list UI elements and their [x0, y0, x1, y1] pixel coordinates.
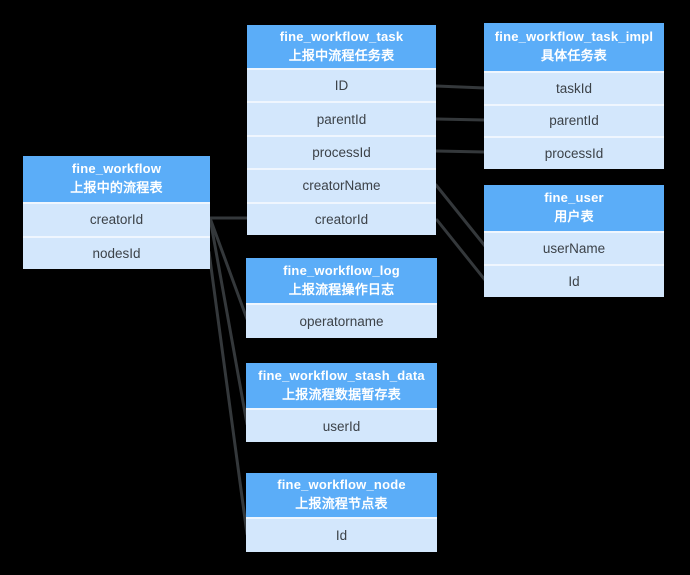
field-row: creatorName — [247, 168, 436, 202]
field-row: operatorname — [246, 303, 437, 338]
table-title: fine_workflow_task — [279, 28, 404, 44]
table-title: fine_workflow_stash_data — [258, 367, 425, 383]
table-fine-workflow-log[interactable]: fine_workflow_log 上报流程操作日志 operatorname — [246, 258, 437, 338]
table-fine-workflow[interactable]: fine_workflow 上报中的流程表 creatorId nodesId — [23, 156, 210, 269]
field-row: parentId — [247, 101, 436, 135]
table-subtitle: 上报流程操作日志 — [288, 281, 395, 297]
relation-line-task-ID-impl-taskId — [434, 84, 487, 90]
table-subtitle: 上报流程节点表 — [295, 496, 388, 511]
relation-line-workflow-creatorId-stash-userId — [208, 216, 249, 426]
relation-line-task-parentId-impl-parentId — [434, 117, 487, 122]
table-fine-workflow-stash-data[interactable]: fine_workflow_stash_data 上报流程数据暂存表 userI… — [246, 363, 437, 442]
table-fine-workflow-task-impl[interactable]: fine_workflow_task_impl 具体任务表 taskId par… — [484, 23, 664, 169]
table-title: fine_workflow_node — [277, 477, 406, 493]
table-subtitle: 具体任务表 — [540, 48, 607, 63]
table-header: fine_workflow_stash_data 上报流程数据暂存表 — [246, 363, 437, 408]
table-title: fine_user — [544, 190, 604, 206]
relation-line-task-creatorName-user-userName — [434, 183, 487, 248]
field-row: taskId — [484, 71, 664, 104]
field-row: userId — [246, 408, 437, 442]
field-row: ID — [247, 68, 436, 102]
table-fine-workflow-node[interactable]: fine_workflow_node 上报流程节点表 Id — [246, 473, 437, 552]
table-subtitle: 上报中流程任务表 — [288, 47, 395, 63]
table-title: fine_workflow — [71, 161, 162, 177]
field-row: creatorId — [23, 202, 210, 236]
field-row: processId — [247, 134, 436, 169]
relation-line-task-processId-impl-processId — [434, 149, 487, 154]
field-row: Id — [484, 264, 664, 297]
table-subtitle: 上报流程数据暂存表 — [282, 386, 401, 402]
field-row: userName — [484, 231, 664, 264]
field-row: parentId — [484, 103, 664, 137]
relation-line-workflow-nodesId-node-Id — [207, 250, 249, 536]
table-title: fine_workflow_log — [283, 262, 400, 278]
field-row: creatorId — [247, 201, 436, 235]
table-subtitle: 用户表 — [554, 209, 594, 224]
relation-line-task-creatorId-user-Id — [435, 218, 487, 282]
table-header: fine_workflow 上报中的流程表 — [23, 156, 210, 202]
table-header: fine_workflow_log 上报流程操作日志 — [246, 258, 437, 303]
table-title: fine_workflow_task_impl — [494, 29, 654, 45]
table-fine-user[interactable]: fine_user 用户表 userName Id — [484, 185, 664, 297]
field-row: Id — [246, 517, 437, 552]
table-header: fine_user 用户表 — [484, 185, 664, 231]
table-header: fine_workflow_node 上报流程节点表 — [246, 473, 437, 517]
table-fine-workflow-task[interactable]: fine_workflow_task 上报中流程任务表 ID parentId … — [247, 25, 436, 235]
field-row: nodesId — [23, 235, 210, 269]
relation-line-workflow-creatorId-log-operatorname — [208, 216, 249, 321]
table-header: fine_workflow_task_impl 具体任务表 — [484, 23, 664, 71]
table-subtitle: 上报中的流程表 — [70, 180, 163, 195]
field-row: processId — [484, 136, 664, 169]
table-header: fine_workflow_task 上报中流程任务表 — [247, 25, 436, 68]
